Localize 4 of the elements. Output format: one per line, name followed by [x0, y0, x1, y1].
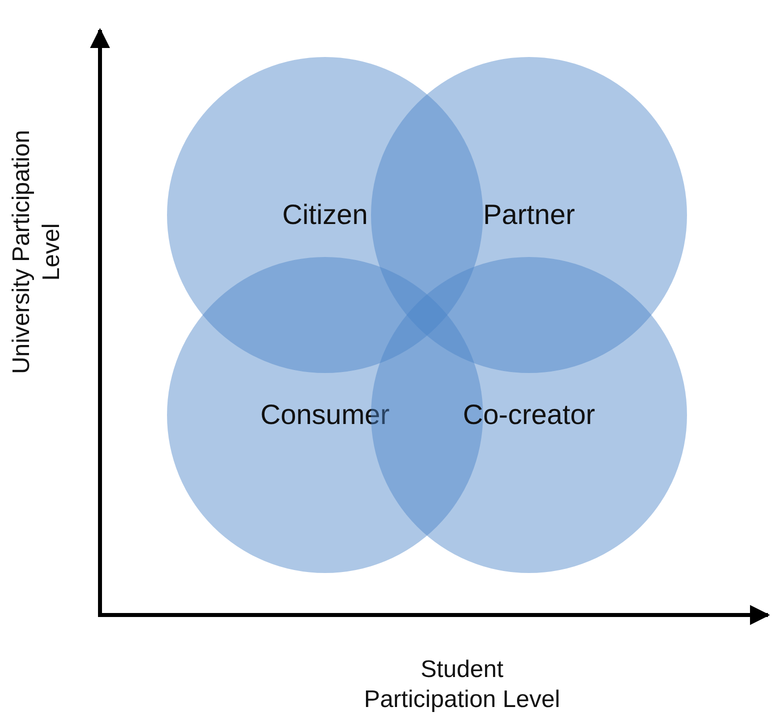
axis-title: University Participation Level [7, 128, 66, 376]
axis-title: Student Participation Level [362, 655, 562, 715]
circle-label: Citizen [281, 199, 369, 231]
circle-label: Partner [482, 199, 576, 231]
